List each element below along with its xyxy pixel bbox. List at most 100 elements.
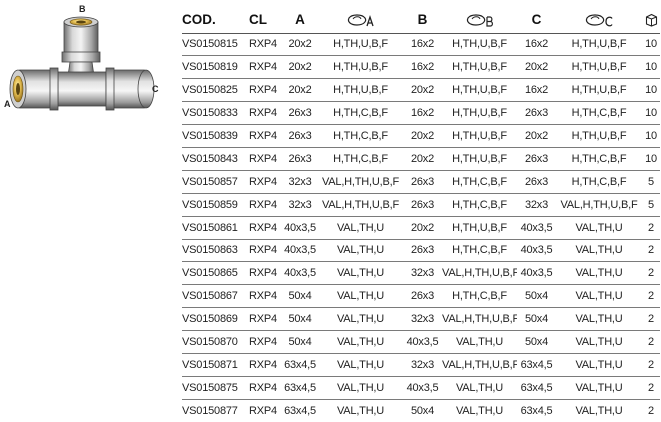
cell-size-b: 20x2 bbox=[403, 124, 442, 148]
cell-class: RXP4 bbox=[249, 33, 282, 57]
cell-size-a: 32x3 bbox=[282, 170, 318, 194]
cell-size-a: 40x3,5 bbox=[282, 216, 318, 240]
fitting-application-icon-b bbox=[466, 14, 493, 28]
cell-size-a: 20x2 bbox=[282, 78, 318, 103]
cell-application-b: VAL,TH,U bbox=[442, 330, 517, 354]
cell-pack-quantity: 2 bbox=[642, 284, 660, 309]
cell-application-c: VAL,TH,U bbox=[556, 353, 642, 377]
cell-class: RXP4 bbox=[249, 170, 282, 194]
cell-class: RXP4 bbox=[249, 261, 282, 286]
cell-code: VS0150843 bbox=[182, 147, 249, 171]
header-application-a bbox=[318, 7, 403, 34]
cell-pack-quantity: 2 bbox=[648, 404, 654, 417]
cell-code: VS0150877 bbox=[182, 404, 238, 417]
cell-size-b: 20x2 bbox=[403, 216, 442, 240]
cell-code: VS0150869 bbox=[182, 307, 249, 332]
cell-size-c: 50x4 bbox=[517, 330, 556, 354]
cell-size-c: 20x2 bbox=[517, 124, 556, 148]
cell-code: VS0150815 bbox=[182, 33, 249, 57]
cell-pack-quantity: 10 bbox=[642, 78, 660, 103]
cell-code: VS0150863 bbox=[182, 239, 249, 263]
cell-pack-quantity: 2 bbox=[642, 330, 660, 354]
header-a: A bbox=[282, 7, 318, 34]
cell-size-b: 40x3,5 bbox=[403, 376, 442, 400]
fitting-application-icon-a bbox=[347, 14, 374, 27]
cell-size-a: 26x3 bbox=[282, 147, 318, 171]
cell-code: VS0150865 bbox=[182, 261, 249, 286]
cell-application-c: H,TH,U,B,F bbox=[556, 124, 642, 148]
cell-application-b: VAL,TH,U bbox=[442, 376, 517, 400]
cell-size-b: 40x3,5 bbox=[403, 330, 442, 354]
cell-class: RXP4 bbox=[249, 353, 282, 377]
cell-application-a: VAL,TH,U bbox=[318, 353, 403, 377]
cell-size-a: 63x4,5 bbox=[284, 404, 316, 417]
cell-size-b: 20x2 bbox=[403, 147, 442, 171]
cell-class: RXP4 bbox=[249, 404, 277, 417]
cell-application-a: H,TH,U,B,F bbox=[318, 78, 403, 103]
cell-application-b: H,TH,U,B,F bbox=[442, 33, 517, 57]
cell-size-a: 26x3 bbox=[282, 124, 318, 148]
cell-pack-quantity: 2 bbox=[642, 239, 660, 263]
cell-size-c: 40x3,5 bbox=[517, 216, 556, 240]
cell-pack-quantity: 2 bbox=[642, 376, 660, 400]
cell-size-c: 40x3,5 bbox=[517, 261, 556, 286]
cell-size-c: 63x4,5 bbox=[520, 404, 553, 417]
cell-code: VS0150875 bbox=[182, 376, 249, 400]
cell-size-c: 26x3 bbox=[517, 101, 556, 126]
cell-size-c: 63x4,5 bbox=[517, 376, 556, 400]
cell-size-b: 16x2 bbox=[403, 33, 442, 57]
cell-code: VS0150870 bbox=[182, 330, 249, 354]
cell-size-a: 26x3 bbox=[282, 101, 318, 126]
cell-application-a: VAL,H,TH,U,B,F bbox=[318, 170, 403, 194]
cell-application-c: VAL,TH,U bbox=[575, 404, 623, 417]
cell-class: RXP4 bbox=[249, 307, 282, 332]
fitting-application-icon-c bbox=[585, 14, 613, 27]
cell-class: RXP4 bbox=[249, 284, 282, 309]
figure-label-c: C bbox=[152, 84, 159, 94]
cell-size-b: 16x2 bbox=[403, 55, 442, 80]
cell-size-c: 26x3 bbox=[517, 147, 556, 171]
cell-application-c: VAL,TH,U bbox=[556, 261, 642, 286]
cell-application-a: H,TH,U,B,F bbox=[318, 33, 403, 57]
cell-pack-quantity: 10 bbox=[642, 55, 660, 80]
cell-application-a: VAL,TH,U bbox=[318, 330, 403, 354]
cell-application-b: H,TH,C,B,F bbox=[442, 284, 517, 309]
cell-application-a: VAL,TH,U bbox=[336, 404, 385, 417]
cell-size-a: 20x2 bbox=[282, 33, 318, 57]
header-c: C bbox=[517, 7, 556, 34]
box-icon bbox=[645, 14, 657, 28]
cell-pack-quantity: 2 bbox=[642, 307, 660, 332]
cell-application-c: H,TH,U,B,F bbox=[556, 78, 642, 103]
cell-application-b: H,TH,U,B,F bbox=[442, 55, 517, 80]
cell-pack-quantity: 2 bbox=[642, 353, 660, 377]
cell-pack-quantity: 2 bbox=[642, 261, 660, 286]
table-header-row: COD. CL A B C bbox=[182, 7, 660, 34]
cell-code: VS0150833 bbox=[182, 101, 249, 126]
cell-size-a: 50x4 bbox=[282, 330, 318, 354]
cell-pack-quantity: 2 bbox=[642, 216, 660, 240]
cell-size-c: 16x2 bbox=[517, 33, 556, 57]
cell-application-a: H,TH,C,B,F bbox=[318, 124, 403, 148]
cell-pack-quantity: 10 bbox=[642, 33, 660, 57]
cell-application-b: H,TH,C,B,F bbox=[442, 193, 517, 217]
cell-pack-quantity: 10 bbox=[642, 124, 660, 148]
cell-size-b: 26x3 bbox=[403, 239, 442, 263]
cell-size-b: 32x3 bbox=[403, 261, 442, 286]
cell-size-b: 26x3 bbox=[403, 193, 442, 217]
cell-application-c: VAL,TH,U bbox=[556, 284, 642, 309]
cell-class: RXP4 bbox=[249, 147, 282, 171]
cell-application-c: VAL,TH,U bbox=[556, 239, 642, 263]
cell-size-c: 50x4 bbox=[517, 307, 556, 332]
cell-pack-quantity: 5 bbox=[642, 193, 660, 217]
header-cl: CL bbox=[249, 7, 282, 34]
cell-size-c: 16x2 bbox=[517, 78, 556, 103]
cell-application-a: VAL,TH,U bbox=[318, 307, 403, 332]
